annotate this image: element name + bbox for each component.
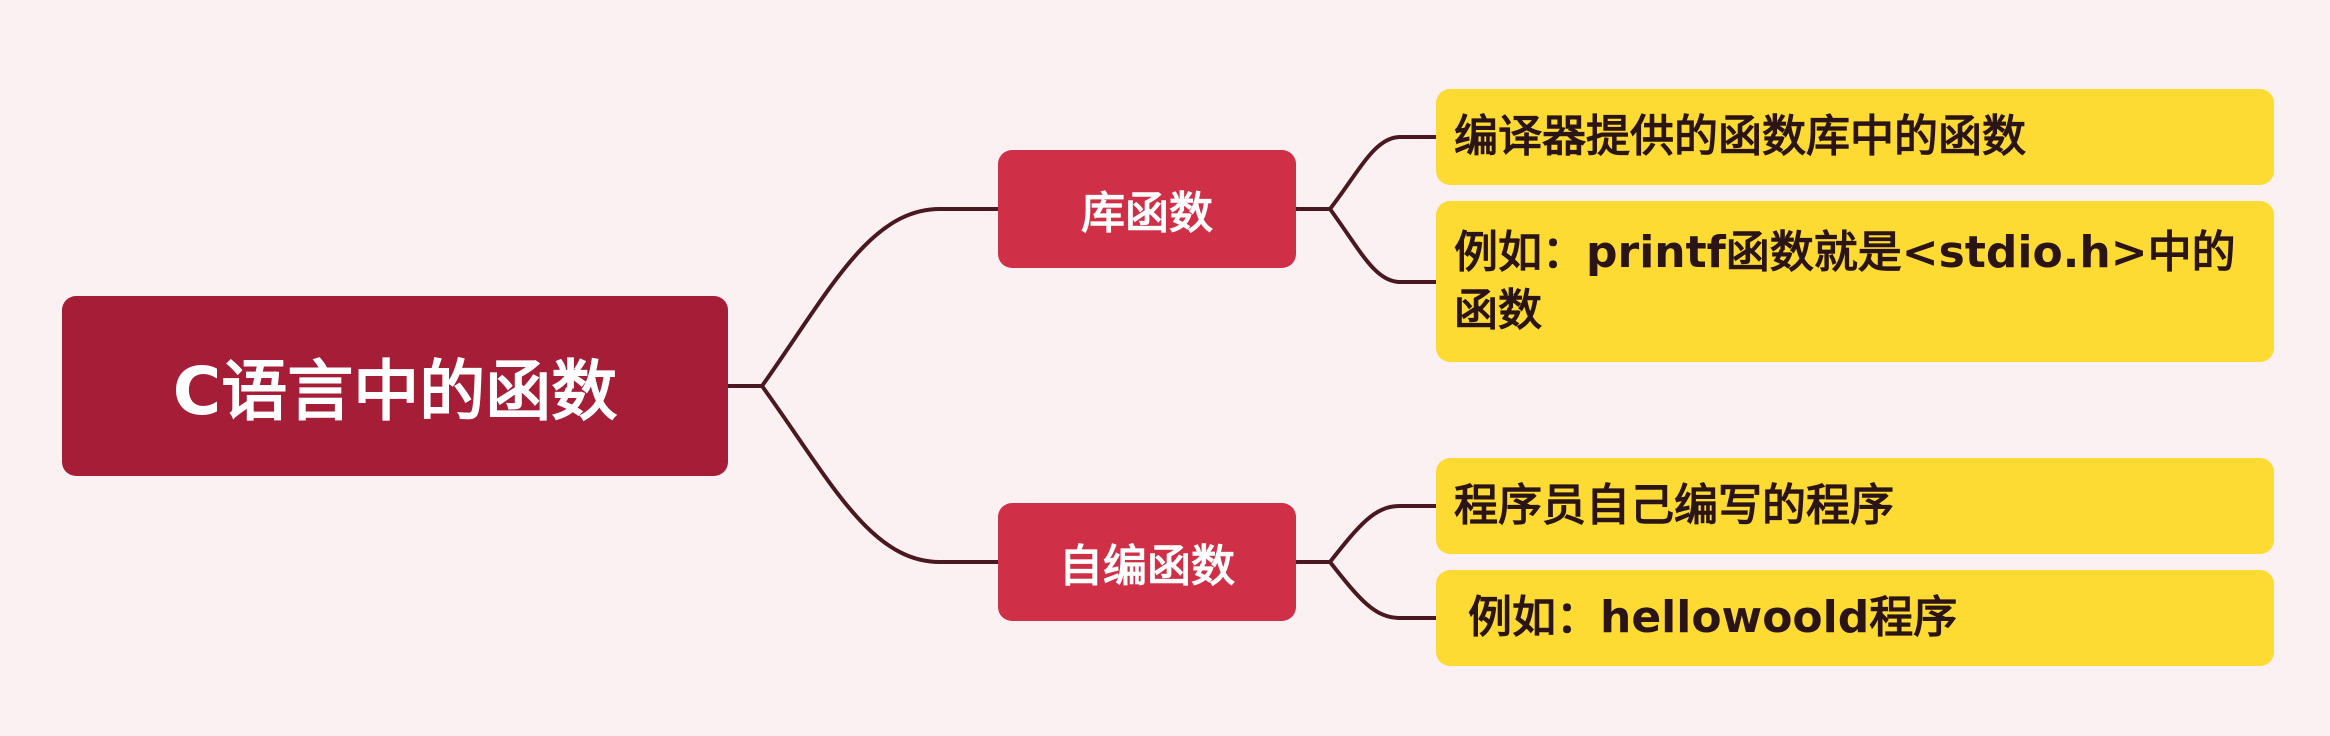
connector-root-to-branch-2 — [760, 384, 1000, 564]
root-node[interactable]: C语言中的函数 — [62, 296, 728, 476]
leaf-node-label: 编译器提供的函数库中的函数 — [1454, 111, 2026, 162]
branch-node-library-functions[interactable]: 库函数 — [998, 150, 1296, 268]
leaf-node-user-description[interactable]: 程序员自己编写的程序 — [1436, 458, 2274, 554]
leaf-node-library-example[interactable]: 例如：printf函数就是<stdio.h>中的函数 — [1436, 201, 2274, 362]
connector-branch-1-to-leaf-2 — [1328, 207, 1438, 284]
connector-branch-2-to-leaf-1 — [1328, 504, 1438, 564]
branch-node-user-functions[interactable]: 自编函数 — [998, 503, 1296, 621]
leaf-node-user-example[interactable]: 例如：hellowoold程序 — [1436, 570, 2274, 666]
connector-branch-2-to-leaf-2 — [1328, 560, 1438, 620]
leaf-node-library-description[interactable]: 编译器提供的函数库中的函数 — [1436, 89, 2274, 185]
leaf-node-label: 例如：hellowoold程序 — [1468, 592, 1958, 643]
connector-branch-1-to-leaf-1 — [1328, 135, 1438, 211]
root-node-label: C语言中的函数 — [172, 353, 618, 430]
connector-root-to-branch-1 — [760, 207, 1000, 388]
branch-node-label: 库函数 — [1081, 188, 1213, 239]
leaf-node-label: 程序员自己编写的程序 — [1454, 480, 1894, 531]
branch-node-label: 自编函数 — [1059, 541, 1235, 592]
leaf-node-label: 例如：printf函数就是<stdio.h>中的函数 — [1454, 226, 2236, 336]
